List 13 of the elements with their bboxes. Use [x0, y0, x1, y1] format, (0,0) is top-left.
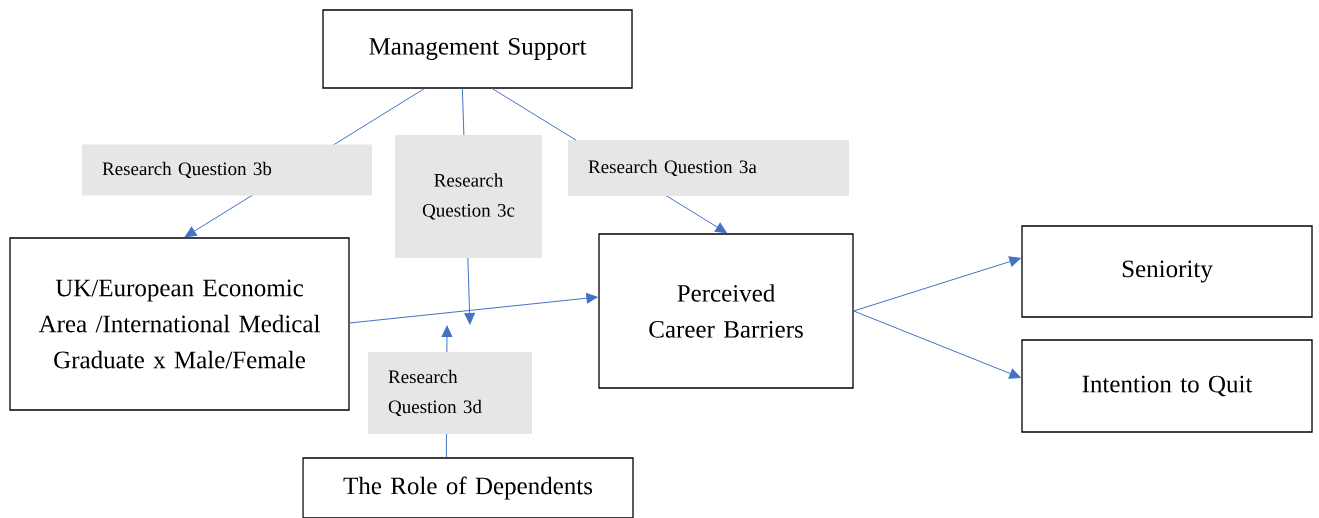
box: The Role of Dependents — [302, 457, 634, 518]
edge-label: Research Question 3a — [568, 140, 849, 196]
edge-label: Research Question 3b — [82, 144, 372, 196]
box: Seniority — [1021, 225, 1313, 318]
edge-label: Research Question 3d — [368, 352, 532, 434]
box: Perceived Career Barriers — [598, 233, 854, 389]
arrow — [853, 310, 1021, 379]
arrow — [853, 256, 1021, 312]
edge-label: Research Question 3c — [395, 135, 542, 258]
box: Management Support — [322, 9, 633, 89]
box: UK/European Economic Area /International Medical Graduate x Male/Female — [9, 237, 350, 411]
arrow — [349, 292, 598, 324]
box: Intention to Quit — [1021, 339, 1313, 433]
